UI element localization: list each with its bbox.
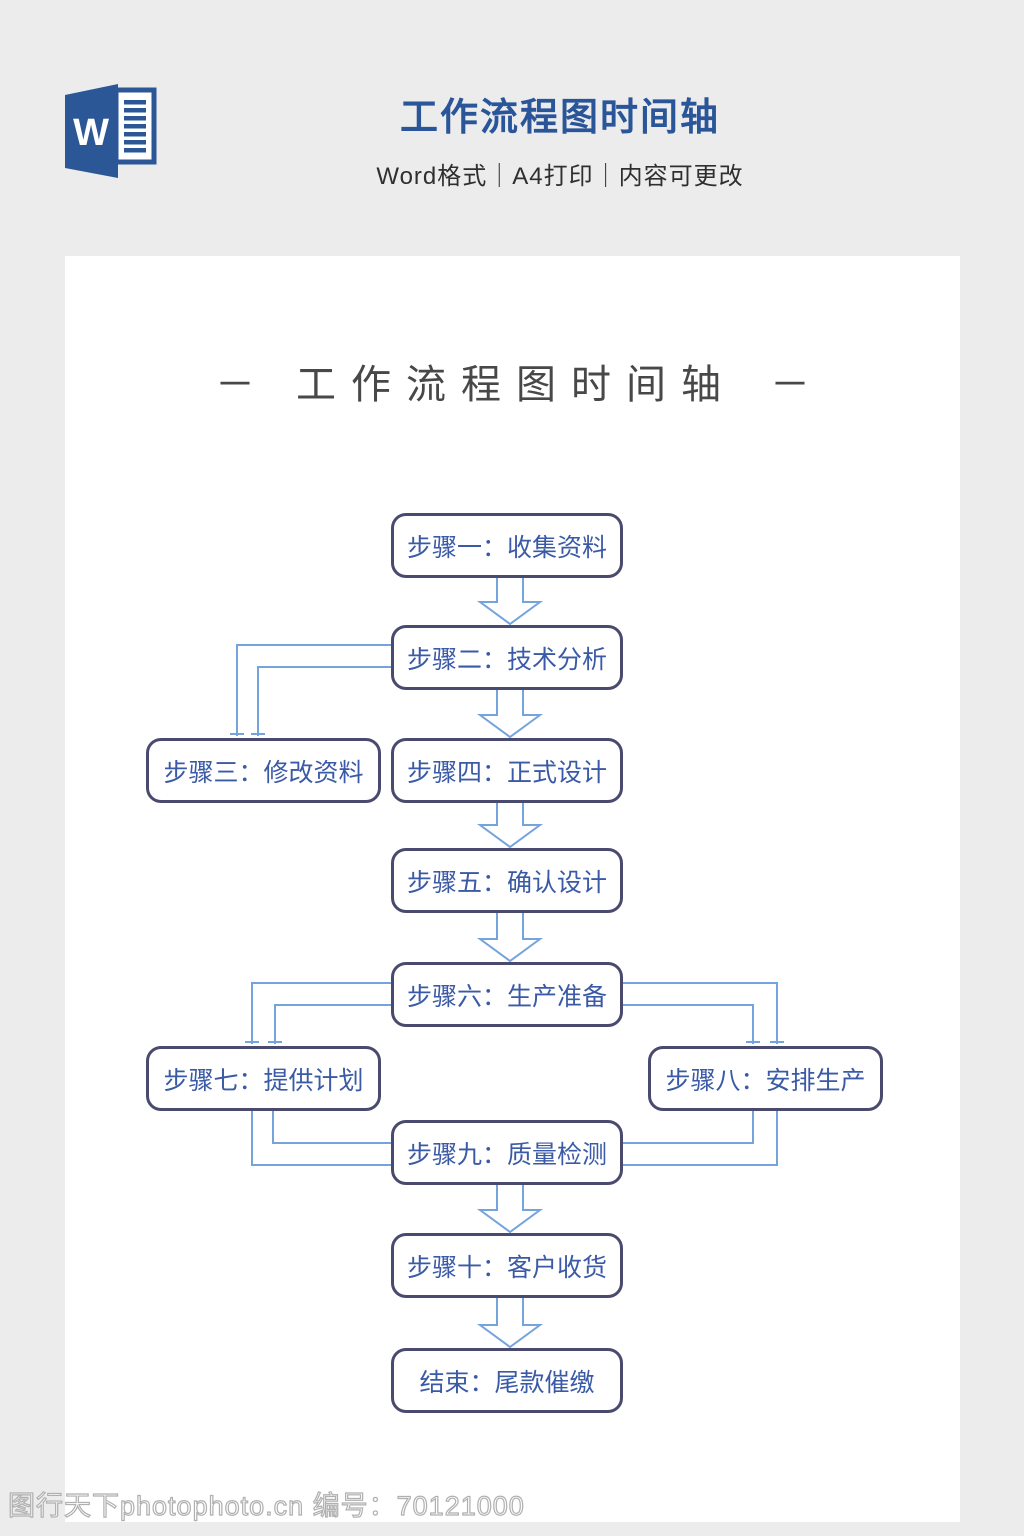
page-subtitle: Word格式｜A4打印｜内容可更改 [376,162,744,190]
document-title: － 工作流程图时间轴 － [65,352,960,410]
header: 工作流程图时间轴 Word格式｜A4打印｜内容可更改 [96,96,1024,191]
page-title: 工作流程图时间轴 [399,97,720,139]
watermark-text: 图行天下photophoto.cn 编号：70121000 [7,1490,525,1521]
word-logo-icon: W [65,84,157,178]
flow-step-7: 步骤七：提供计划 [146,1046,381,1111]
flow-step-end: 结束：尾款催缴 [391,1348,623,1413]
flow-step-10: 步骤十：客户收货 [391,1233,623,1298]
word-logo-letter: W [73,112,109,154]
flow-step-2: 步骤二：技术分析 [391,625,623,690]
flow-step-3: 步骤三：修改资料 [146,738,381,803]
flow-step-5: 步骤五：确认设计 [391,848,623,913]
flow-step-8: 步骤八：安排生产 [648,1046,883,1111]
title-dash-right: － [770,363,810,407]
title-dash-left: － [215,363,255,407]
flow-step-4: 步骤四：正式设计 [391,738,623,803]
flow-step-9: 步骤九：质量检测 [391,1120,623,1185]
flow-step-1: 步骤一：收集资料 [391,513,623,578]
flow-step-6: 步骤六：生产准备 [391,962,623,1027]
document-title-text: 工作流程图时间轴 [296,363,736,407]
